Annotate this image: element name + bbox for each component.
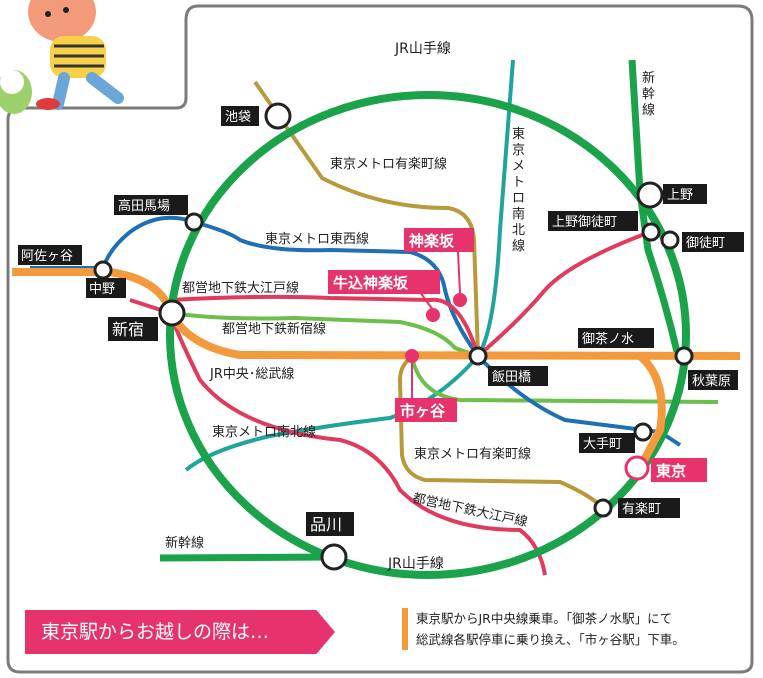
station-iidabashi xyxy=(468,346,488,366)
svg-text:秋葉原: 秋葉原 xyxy=(692,374,731,389)
station-shinjuku xyxy=(158,299,186,327)
mascot-shoe xyxy=(36,98,60,110)
station-label-ueno-okachimachi: 上野御徒町 xyxy=(548,211,638,231)
label-yurakucho-top: 東京メトロ有楽町線 xyxy=(330,156,447,172)
station-okachimachi xyxy=(660,230,680,250)
station-ueno-okachimachi xyxy=(641,222,661,242)
station-yurakucho xyxy=(593,498,613,518)
station-label-yurakucho: 有楽町 xyxy=(618,498,680,518)
station-label-ochanomizu: 御茶ノ水 xyxy=(578,328,654,348)
mascot-head xyxy=(28,0,96,42)
station-ushigome-kagurazaka-dot xyxy=(426,308,440,322)
shinjuku-line-east xyxy=(410,356,719,404)
station-label-otemachi: 大手町 xyxy=(579,433,635,453)
station-tokyo xyxy=(624,455,650,481)
svg-text:新宿: 新宿 xyxy=(112,320,144,339)
label-shinkansen-bottom: 新幹線 xyxy=(165,535,204,551)
station-ueno xyxy=(636,181,664,209)
svg-text:上野: 上野 xyxy=(667,188,693,203)
note-heading: 東京駅からお越しの際は… xyxy=(25,610,335,654)
chuo-rapid-line xyxy=(636,352,666,470)
label-oedo-top: 都営地下鉄大江戸線 xyxy=(182,280,299,296)
label-chuo-sobu: JR中央･総武線 xyxy=(209,366,294,382)
station-label-ichigaya: 市ヶ谷 xyxy=(395,398,457,422)
oedo-line-east xyxy=(476,230,651,358)
chuo-sobu-line xyxy=(12,268,741,360)
svg-text:中野: 中野 xyxy=(89,282,115,297)
svg-text:市ヶ谷: 市ヶ谷 xyxy=(400,402,446,420)
label-yurakucho-bottom: 東京メトロ有楽町線 xyxy=(414,446,531,462)
svg-text:阿佐ヶ谷: 阿佐ヶ谷 xyxy=(21,249,73,264)
station-markers xyxy=(93,102,694,571)
label-shinkansen-top: 新幹線 xyxy=(642,70,655,118)
label-yamanote-top: JR山手線 xyxy=(394,41,451,57)
station-label-tokyo: 東京 xyxy=(651,458,707,482)
callout-ushigome xyxy=(419,291,434,311)
station-label-iidabashi: 飯田橋 xyxy=(488,366,548,386)
note-line-2: 総武線各駅停車に乗り換え、「市ヶ谷駅」下車。 xyxy=(416,632,685,647)
label-yamanote-bottom: JR山手線 xyxy=(387,556,444,572)
mascot-eye xyxy=(63,7,69,13)
frame xyxy=(6,4,754,674)
label-nanboku-vertical: 東京メトロ南北線 xyxy=(512,126,525,254)
station-otemachi xyxy=(633,422,653,442)
station-label-shinagawa: 品川 xyxy=(306,512,354,536)
station-akihabara xyxy=(674,346,694,366)
station-kagurazaka-dot xyxy=(453,293,467,307)
station-label-ikebukuro: 池袋 xyxy=(221,106,259,126)
note-text: 東京駅からJR中央線乗車。「御茶ノ水駅」にて 総武線各駅停車に乗り換え、「市ヶ谷… xyxy=(402,608,761,650)
svg-text:有楽町: 有楽町 xyxy=(622,501,661,517)
svg-text:御徒町: 御徒町 xyxy=(686,236,725,251)
station-label-shinjuku: 新宿 xyxy=(108,317,158,341)
svg-text:上野御徒町: 上野御徒町 xyxy=(552,215,617,230)
mascot-illustration xyxy=(0,0,124,114)
yamanote-line xyxy=(166,91,690,579)
oedo-line xyxy=(129,298,547,576)
svg-text:東京: 東京 xyxy=(656,462,686,480)
svg-text:神楽坂: 神楽坂 xyxy=(409,232,455,250)
station-label-okachimachi: 御徒町 xyxy=(682,232,744,252)
svg-text:大手町: 大手町 xyxy=(583,437,622,452)
note-line-1: 東京駅からJR中央線乗車。「御茶ノ水駅」にて xyxy=(416,611,673,626)
shinjuku-line xyxy=(169,311,479,358)
mascot-stripes xyxy=(54,44,104,68)
station-takadanobaba xyxy=(184,212,204,232)
svg-text:高田馬場: 高田馬場 xyxy=(118,198,170,214)
svg-text:御茶ノ水: 御茶ノ水 xyxy=(582,331,634,347)
station-shinagawa xyxy=(320,543,348,571)
shinkansen-line xyxy=(628,59,682,357)
mascot-small-face xyxy=(0,70,24,94)
mascot-eye xyxy=(45,11,51,17)
shinkansen-line-bottom xyxy=(159,553,331,562)
oedo-line-north xyxy=(169,294,480,357)
station-label-takadanobaba: 高田馬場 xyxy=(114,195,188,215)
station-label-asagaya: 阿佐ヶ谷 xyxy=(18,245,82,265)
station-ichigaya-dot xyxy=(405,349,419,363)
callout-kagurazaka xyxy=(457,251,461,294)
station-label-ueno: 上野 xyxy=(663,184,707,204)
station-label-kagurazaka: 神楽坂 xyxy=(404,228,474,252)
svg-text:品川: 品川 xyxy=(310,515,342,534)
label-shinjuku-line: 都営地下鉄新宿線 xyxy=(222,321,326,337)
label-nanboku-left: 東京メトロ南北線 xyxy=(212,424,316,440)
svg-text:池袋: 池袋 xyxy=(225,110,251,125)
yurakucho-line xyxy=(253,80,605,510)
station-label-nakano: 中野 xyxy=(86,278,126,298)
svg-text:飯田橋: 飯田橋 xyxy=(492,370,531,385)
svg-text:牛込神楽坂: 牛込神楽坂 xyxy=(333,274,409,292)
mascot-legs xyxy=(52,72,124,110)
label-tozai: 東京メトロ東西線 xyxy=(265,231,369,247)
station-nakano xyxy=(93,260,113,280)
station-label-akihabara: 秋葉原 xyxy=(688,370,738,390)
station-label-ushigome-kagurazaka: 牛込神楽坂 xyxy=(328,270,440,294)
station-ikebukuro xyxy=(264,102,292,130)
